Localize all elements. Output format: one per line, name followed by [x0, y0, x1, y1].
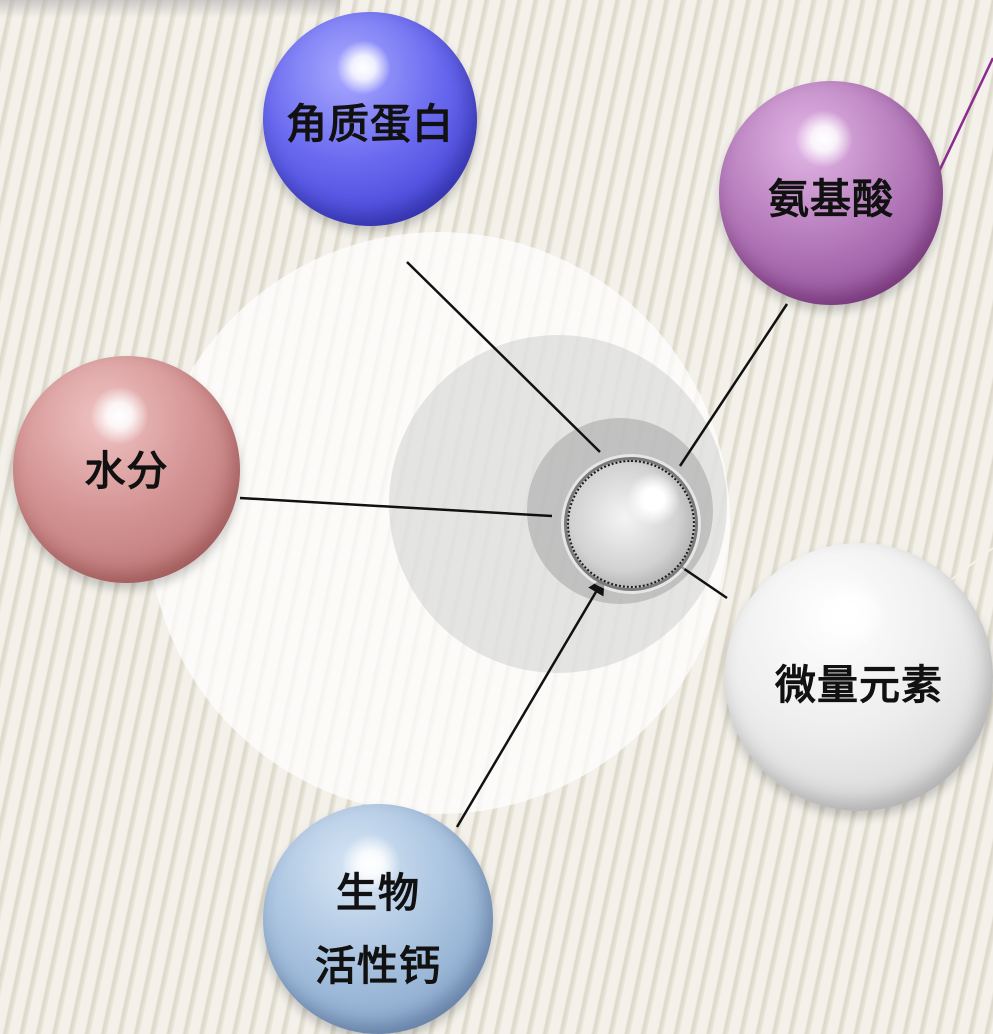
connector-trace: [679, 564, 728, 600]
node-label-amino-acid: 氨基酸: [768, 175, 894, 224]
connector-calcium: [455, 576, 605, 828]
center-pearl-icon: [567, 460, 695, 588]
highlight-icon: [795, 110, 854, 169]
node-label-water: 水分: [84, 446, 169, 495]
connector-keratin: [406, 261, 601, 453]
highlight-icon: [341, 833, 401, 894]
node-bioactive-calcium: 生物 活性钙: [263, 804, 493, 1034]
node-label-trace-elements: 微量元素: [775, 661, 943, 710]
node-keratin: 角质蛋白: [263, 12, 477, 226]
node-amino-acid: 氨基酸: [719, 81, 943, 305]
node-water: 水分: [13, 356, 240, 583]
node-label-calcium-line2: 活性钙: [315, 942, 441, 990]
amino-arrow-line: [933, 57, 993, 181]
highlight-icon: [816, 577, 886, 648]
highlight-icon: [90, 385, 150, 445]
connector-amino: [678, 303, 789, 467]
connector-water: [239, 496, 553, 518]
node-label-keratin: 角质蛋白: [286, 100, 454, 149]
highlight-icon: [335, 39, 392, 96]
header-decoration: [0, 0, 340, 18]
node-trace-elements: 微量元素: [725, 543, 993, 811]
node-label-calcium-line1: 生物: [336, 868, 420, 917]
